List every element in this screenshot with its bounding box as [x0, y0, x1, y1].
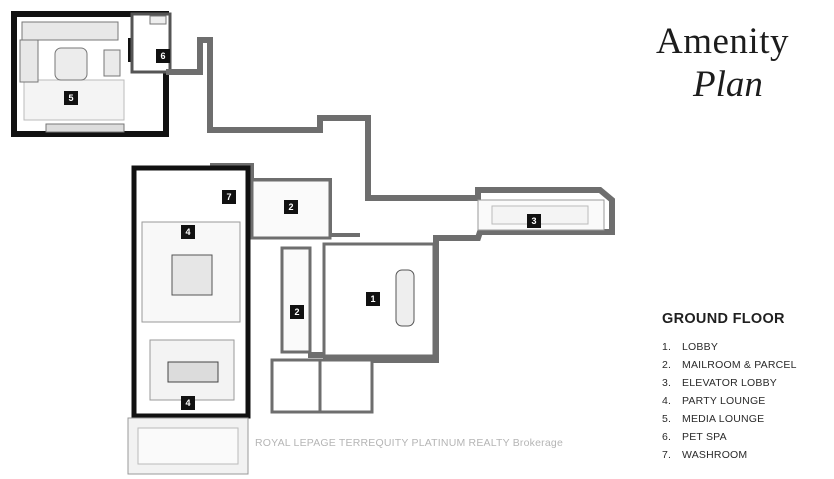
lower-room-a	[270, 358, 322, 414]
legend-item: 5.MEDIA LOUNGE	[662, 413, 765, 425]
mailroom-bottom	[280, 246, 312, 354]
legend-item: 2.MAILROOM & PARCEL	[662, 359, 797, 371]
plan-title-line1: Amenity	[656, 21, 789, 62]
chair	[103, 49, 121, 77]
room-tag-pet-spa: 6	[156, 49, 170, 63]
legend-item: 7.WASHROOM	[662, 449, 748, 461]
lobby-desk	[395, 269, 415, 327]
room-legend: 1.LOBBY 2.MAILROOM & PARCEL 3.ELEVATOR L…	[662, 338, 797, 464]
ottoman	[54, 47, 88, 81]
room-tag-mailroom-top: 2	[284, 200, 298, 214]
party-table	[171, 254, 213, 296]
legend-item: 1.LOBBY	[662, 341, 719, 353]
watermark: ROYAL LEPAGE TERREQUITY PLATINUM REALTY …	[255, 437, 563, 449]
media-console	[45, 123, 125, 133]
room-tag-washroom: 7	[222, 190, 236, 204]
sofa	[21, 21, 119, 41]
dining-table	[167, 361, 219, 383]
patio-inner	[137, 427, 239, 465]
room-tag-party-lounge-top: 4	[181, 225, 195, 239]
room-tag-elevator-lobby: 3	[527, 214, 541, 228]
floor-plan-drawing	[11, 11, 615, 475]
legend-item: 6.PET SPA	[662, 431, 727, 443]
plan-title-line2: Plan	[693, 64, 763, 105]
room-tag-party-lounge-bottom: 4	[181, 396, 195, 410]
room-tag-media-lounge: 5	[64, 91, 78, 105]
pet-spa-tub	[149, 15, 167, 25]
sofa-left	[19, 39, 39, 83]
room-tag-lobby: 1	[366, 292, 380, 306]
legend-item: 4.PARTY LOUNGE	[662, 395, 766, 407]
legend-item: 3.ELEVATOR LOBBY	[662, 377, 778, 389]
lower-room-b	[318, 358, 374, 414]
room-tag-mailroom-bottom: 2	[290, 305, 304, 319]
floor-label: GROUND FLOOR	[662, 311, 785, 327]
corridor-wall	[166, 37, 615, 363]
